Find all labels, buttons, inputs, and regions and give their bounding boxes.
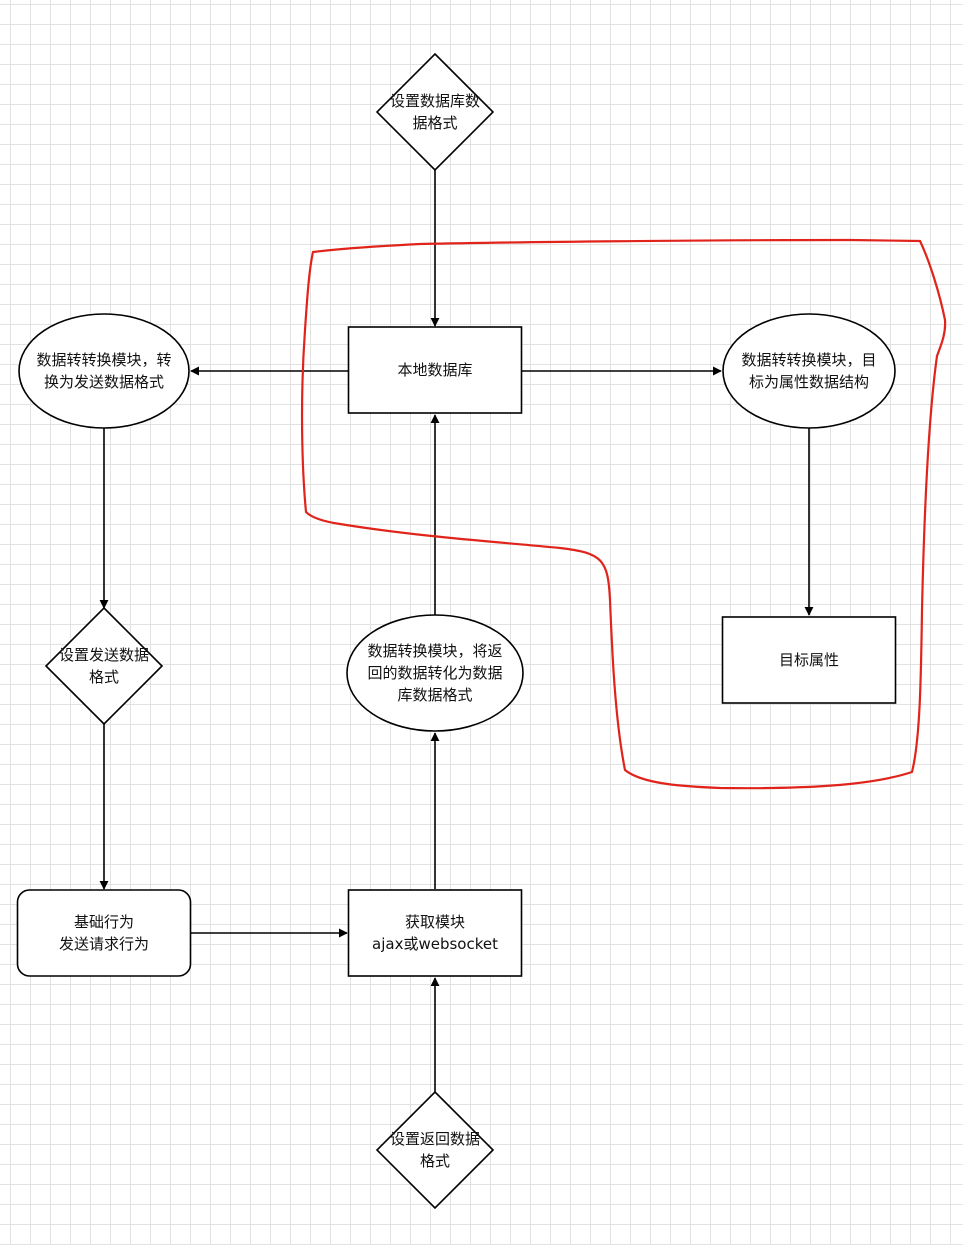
node-db-format[interactable] (375, 52, 495, 172)
node-send-format[interactable] (44, 606, 164, 726)
node-local-db[interactable] (347, 326, 523, 414)
node-convert-attr[interactable] (722, 313, 896, 429)
node-convert-send[interactable] (18, 313, 190, 429)
node-return-format[interactable] (375, 1090, 495, 1210)
node-fetch-module[interactable] (347, 889, 523, 977)
annotation-outline (300, 238, 947, 790)
node-base-action[interactable] (16, 889, 192, 977)
node-target-attr[interactable] (721, 616, 897, 704)
node-convert-return[interactable] (346, 614, 524, 732)
